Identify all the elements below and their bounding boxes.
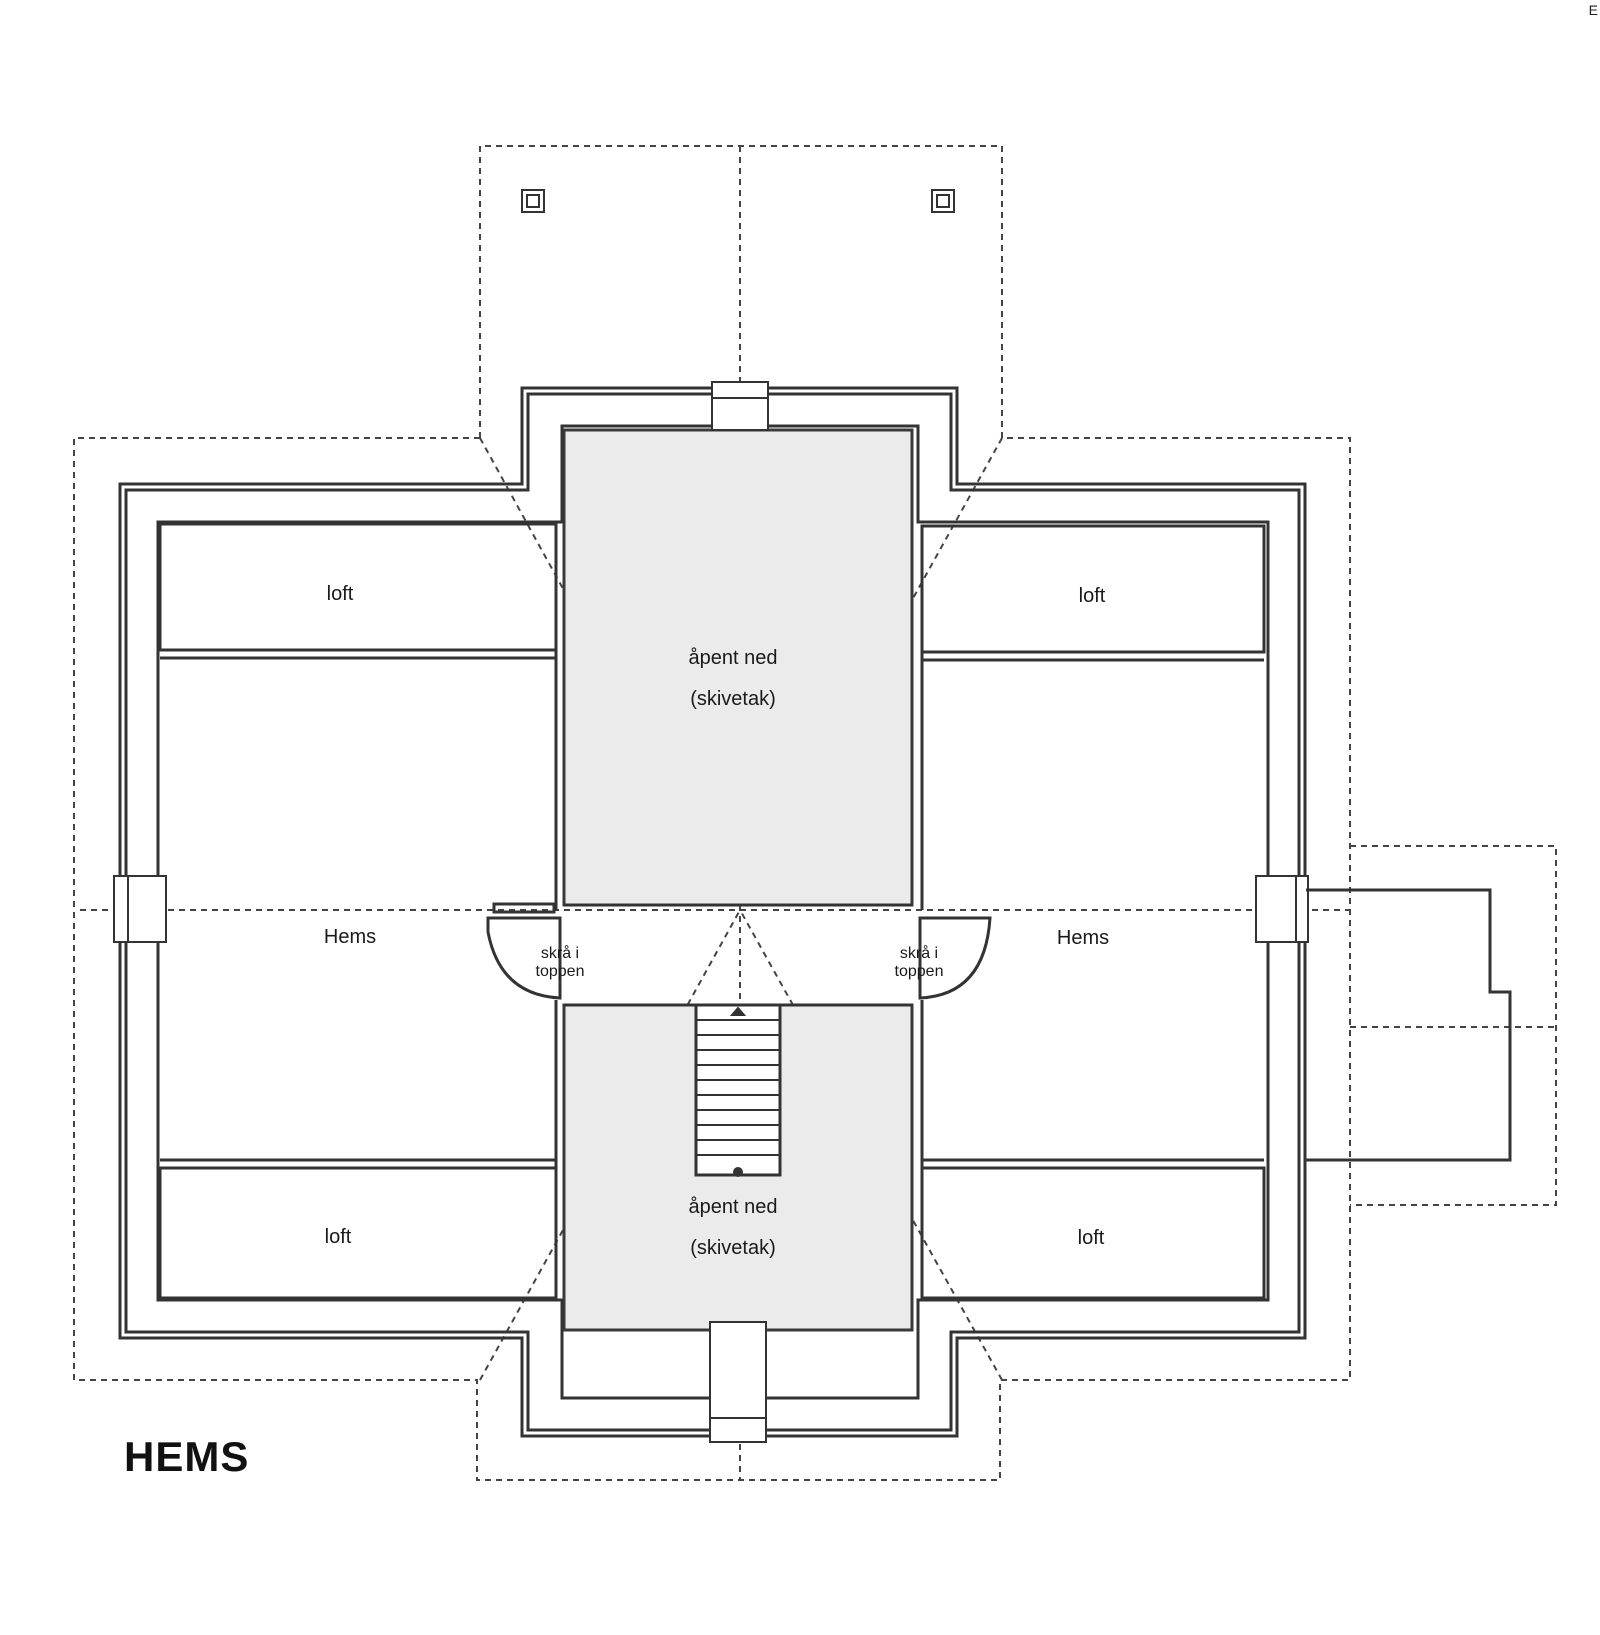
slope-left-label-1: skrå i [541, 944, 579, 962]
slope-left-label-2: toppen [536, 963, 585, 980]
loft-label-top-right: loft [1079, 585, 1106, 607]
open-bottom-label-1: åpent ned [689, 1196, 778, 1218]
slope-right-label-1: skrå i [900, 944, 938, 962]
loft-label-top-left: loft [327, 583, 354, 605]
window-openings [113, 381, 1309, 1443]
loft-label-bottom-right: loft [1078, 1227, 1105, 1249]
slope-right-label-2: toppen [895, 963, 944, 980]
annex-wall [1306, 888, 1512, 1162]
hems-label-right: Hems [1057, 927, 1109, 949]
hems-label-left: Hems [324, 926, 376, 948]
interior-walls [158, 522, 1266, 1300]
open-bottom-label-2: (skivetak) [690, 1237, 776, 1259]
corner-mark: E [1588, 2, 1598, 18]
slope-left-curve [486, 916, 562, 1000]
staircase [694, 1003, 782, 1177]
loft-label-bottom-left: loft [325, 1226, 352, 1248]
drawing-title: HEMS [124, 1433, 250, 1480]
open-top-label-1: åpent ned [689, 647, 778, 669]
slope-right-curve [918, 916, 992, 1000]
outer-walls [118, 386, 1307, 1438]
open-top-label-2: (skivetak) [690, 688, 776, 710]
chimney-marks [521, 189, 955, 213]
